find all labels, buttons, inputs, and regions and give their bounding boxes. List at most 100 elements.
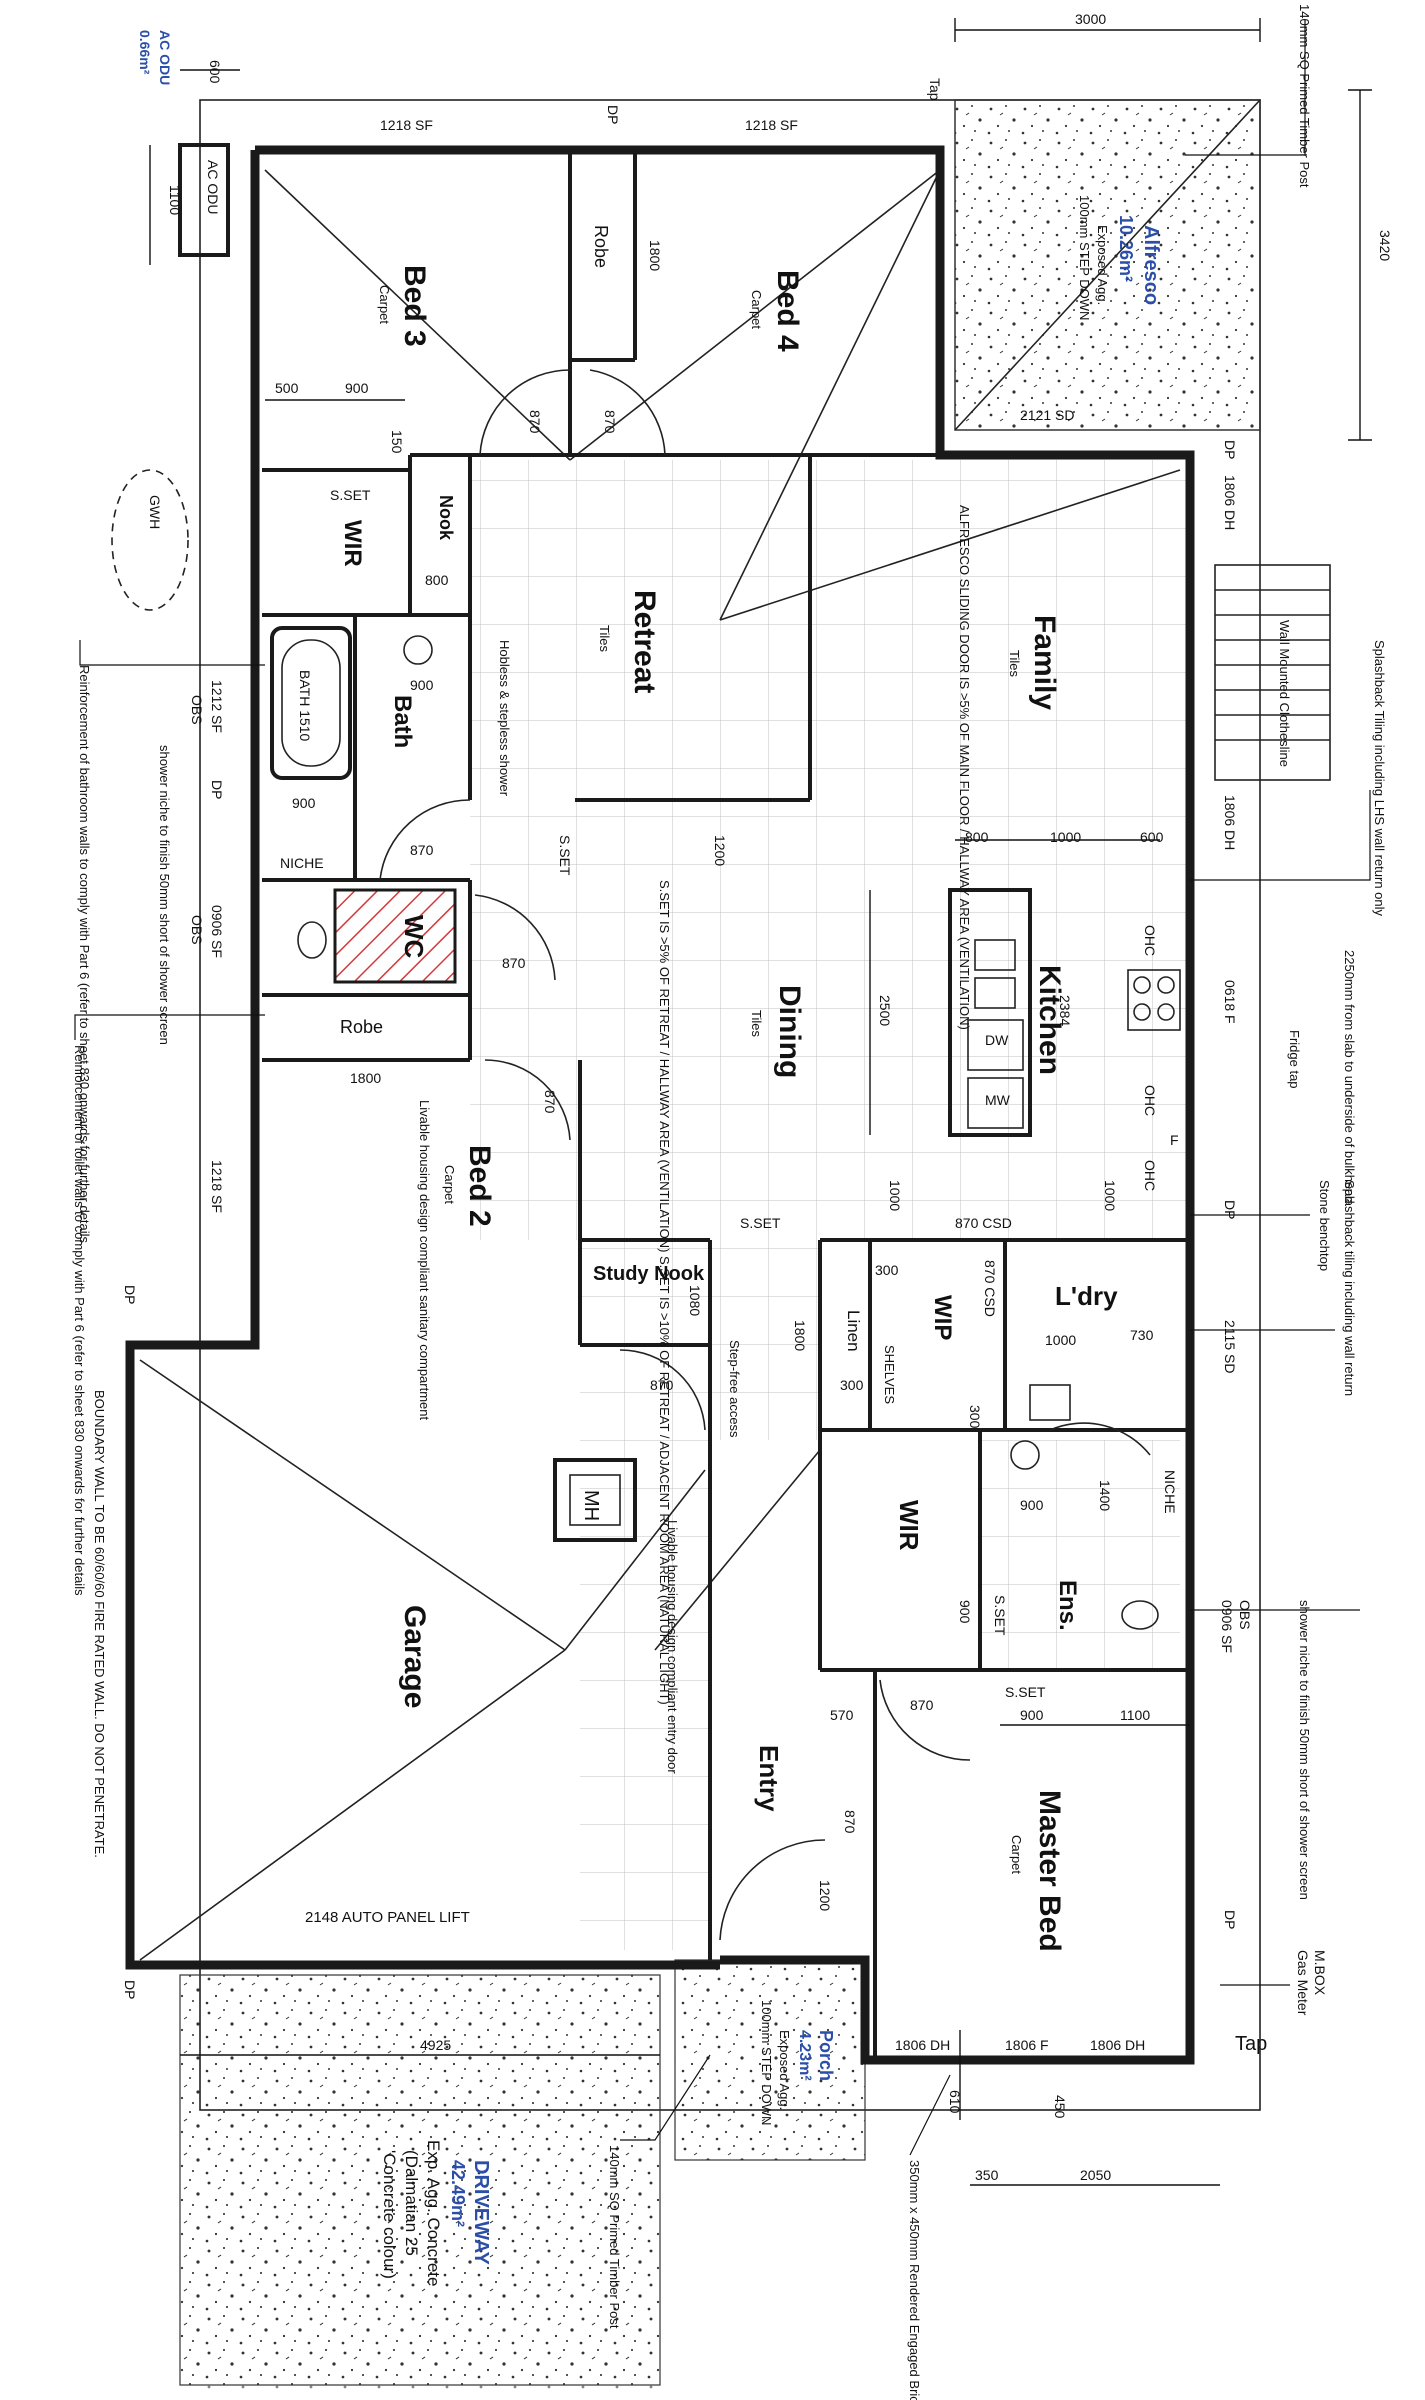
laundry-trough bbox=[1029, 1384, 1071, 1421]
alfresco-area: 10.26m² bbox=[1116, 215, 1136, 282]
niche-right: NICHE bbox=[1162, 1470, 1178, 1514]
window-dp-left3: DP bbox=[122, 1980, 138, 1999]
dim-1000-kitchen2: 1000 bbox=[1102, 1180, 1118, 1211]
window-family-2: 1806 DH bbox=[1222, 795, 1238, 850]
family-diagonal bbox=[719, 169, 941, 621]
window-ens: 0906 SF bbox=[1219, 1600, 1235, 1653]
brick-pier-note: 350mm x 450mm Rendered Engaged Brick Pie… bbox=[907, 2160, 922, 2400]
dim-870-bed3: 870 bbox=[527, 410, 543, 434]
ac-odu-unit bbox=[178, 143, 230, 257]
ens-basin bbox=[1010, 1440, 1040, 1470]
niche-left: NICHE bbox=[280, 855, 324, 871]
window-kitchen: 0618 F bbox=[1222, 980, 1238, 1024]
ac-odu-dim-1100: 1100 bbox=[167, 185, 183, 215]
shower-niche-right: shower niche to finish 50mm short of sho… bbox=[1297, 1600, 1312, 1900]
bed4-diagonal bbox=[569, 169, 941, 461]
robe-top: Robe bbox=[591, 225, 611, 268]
dim-1000-kitchen1: 1000 bbox=[887, 1180, 903, 1211]
master-name: Master Bed bbox=[1033, 1790, 1066, 1952]
family-floor: Tiles bbox=[1007, 650, 1022, 677]
robe2-dim: 1800 bbox=[350, 1070, 381, 1086]
entry-name: Entry bbox=[754, 1745, 784, 1812]
bath-tub-label: BATH 1510 bbox=[297, 670, 313, 742]
dim-2050: 2050 bbox=[1080, 2167, 1111, 2183]
driveway-slab bbox=[179, 1974, 661, 2390]
dim-500: 500 bbox=[275, 380, 299, 396]
internal-walls bbox=[262, 150, 1190, 2060]
cooktop bbox=[1127, 969, 1181, 1031]
csd-wip: 870 CSD bbox=[982, 1260, 998, 1317]
timber-post-bottom: 140mm SQ Primed Timber Post bbox=[607, 2145, 622, 2329]
wc-liveable-zone bbox=[333, 888, 457, 984]
csd-pantry: 870 CSD bbox=[955, 1215, 1012, 1231]
window-master-2: 1806 F bbox=[1005, 2037, 1049, 2053]
window-dp-right3: DP bbox=[1222, 1910, 1238, 1929]
shelves-label: SHELVES bbox=[882, 1345, 897, 1404]
dim-2384: 2384 bbox=[1057, 995, 1073, 1026]
fridge-f: F bbox=[1170, 1132, 1179, 1148]
dim-730: 730 bbox=[1130, 1327, 1154, 1343]
window-dp-right1: DP bbox=[1222, 440, 1238, 459]
sset-master: S.SET bbox=[1005, 1684, 1046, 1700]
door-swings bbox=[379, 369, 1151, 1941]
stone-benchtop: Stone benchtop bbox=[1317, 1180, 1332, 1271]
sset-wir: S.SET bbox=[330, 487, 371, 503]
tile-grid bbox=[470, 460, 1190, 1950]
driveway-line1: Exp. Agg. Concrete bbox=[424, 2140, 443, 2286]
kitchen-island bbox=[948, 888, 1032, 1137]
alfresco-note2: 100mm STEP DOWN bbox=[1077, 195, 1092, 320]
reinforcement-toilet: Reinforcement of toilet walls to comply … bbox=[72, 1045, 87, 1596]
sset-kitchen: S.SET bbox=[740, 1215, 781, 1231]
livable-sanitary: Livable housing design compliant sanitar… bbox=[417, 1100, 432, 1421]
robe-top-dim: 1800 bbox=[647, 240, 663, 271]
timber-post-top: 140mm SQ Primed Timber Post bbox=[1297, 4, 1312, 188]
porch-name: Porch bbox=[816, 2030, 836, 2081]
bed3-diagonal bbox=[264, 169, 571, 461]
dim-900-wir2: 900 bbox=[957, 1600, 973, 1624]
nook-name: Nook bbox=[436, 495, 456, 541]
ohc-3: OHC bbox=[1142, 1160, 1158, 1191]
dim-1200-hall: 1200 bbox=[712, 835, 728, 866]
alfresco-door-note: ALFRESCO SLIDING DOOR IS >5% OF MAIN FLO… bbox=[957, 505, 972, 1030]
step-free-access: Step-free access bbox=[727, 1340, 742, 1438]
window-top-left: 1218 SF bbox=[380, 117, 433, 133]
dim-900-wir: 900 bbox=[345, 380, 369, 396]
retreat-name: Retreat bbox=[628, 590, 661, 693]
dim-1000-ldry: 1000 bbox=[1045, 1332, 1076, 1348]
dim-870-study: 870 bbox=[650, 1377, 674, 1393]
dim-870-entry: 870 bbox=[842, 1810, 858, 1834]
ac-odu-area: 0.66m² bbox=[137, 30, 153, 75]
bed2-name: Bed 2 bbox=[463, 1145, 496, 1227]
family-name: Family bbox=[1028, 615, 1061, 710]
dim-300-linen: 300 bbox=[875, 1262, 899, 1278]
dim-870-bed4: 870 bbox=[602, 410, 618, 434]
ldry-name: L'dry bbox=[1055, 1281, 1118, 1311]
wc-name: WC bbox=[399, 915, 429, 959]
dim-2500: 2500 bbox=[877, 995, 893, 1026]
ac-odu-title: AC ODU bbox=[157, 30, 173, 85]
external-walls bbox=[125, 143, 1195, 2065]
window-family-1: 1806 DH bbox=[1222, 475, 1238, 530]
wip-name: WIP bbox=[929, 1295, 956, 1340]
dim-870-bed2: 870 bbox=[542, 1090, 558, 1114]
manhole bbox=[553, 1458, 637, 1542]
window-ldry: 2115 SD bbox=[1222, 1320, 1238, 1373]
window-alfresco-door: 2121 SD bbox=[1020, 407, 1074, 423]
tap-top: Tap bbox=[927, 78, 943, 101]
bed2-floor: Carpet bbox=[442, 1165, 457, 1204]
shower-niche-left: shower niche to finish 50mm short of sho… bbox=[157, 745, 172, 1045]
study-dim: 1080 bbox=[687, 1285, 703, 1316]
window-master-3: 1806 DH bbox=[1090, 2037, 1145, 2053]
dim-300-shelves: 300 bbox=[840, 1377, 864, 1393]
ens-toilet bbox=[1121, 1600, 1159, 1630]
bed3-floor: Carpet bbox=[377, 285, 392, 324]
dim-870-bath: 870 bbox=[410, 842, 434, 858]
bed3-name: Bed 3 bbox=[398, 265, 431, 347]
garage-name: Garage bbox=[398, 1605, 431, 1708]
robe2-name: Robe bbox=[340, 1017, 383, 1037]
ens-name: Ens. bbox=[1054, 1580, 1081, 1631]
bulkhead-note: 2250mm from slab to underside of bulkhea… bbox=[1342, 950, 1357, 1204]
wall-clothesline-label: Wall Mounted Clothesline bbox=[1277, 620, 1292, 767]
gwh-label: GWH bbox=[147, 495, 163, 529]
